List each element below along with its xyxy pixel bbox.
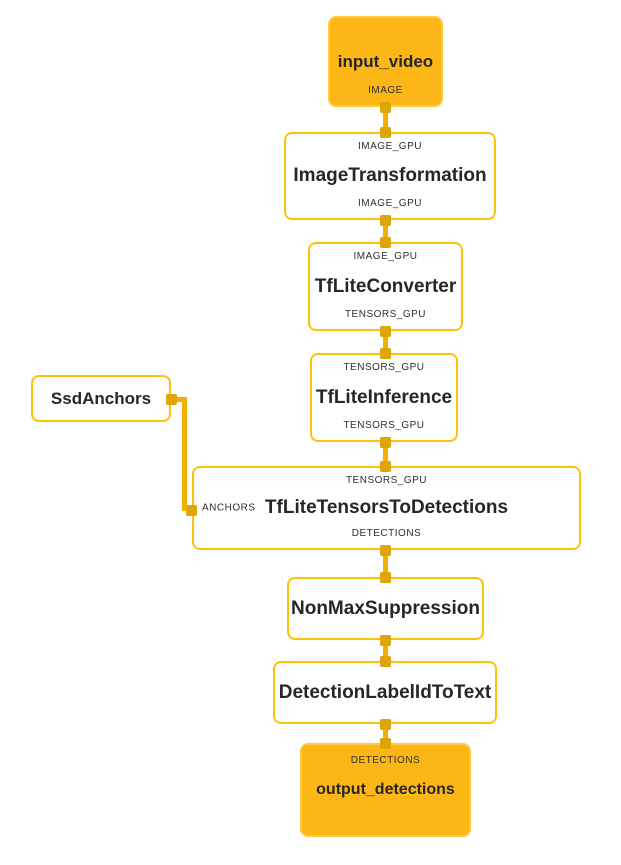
edge-input-video-to-image-transformation [383,107,388,132]
port-non-max-suppression-in [380,572,391,583]
output-stream-label: DETECTIONS [351,528,422,539]
side-input-stream-label: ANCHORS [202,502,256,514]
node-title: output_detections [316,781,455,798]
node-title: input_video [337,51,434,71]
input-stream-label: DETECTIONS [350,755,421,766]
port-image-transformation-out [380,215,391,226]
node-non-max-suppression[interactable]: NonMaxSuppression [287,577,484,640]
port-output-detections-in [380,738,391,749]
port-image-transformation-in [380,127,391,138]
edge-ssd-anchors-horizontal [171,397,187,402]
node-detection-label-id-to-text[interactable]: DetectionLabelIdToText [273,661,497,724]
port-tflite-inference-in [380,348,391,359]
edge-detection-label-to-output-detections [383,724,388,743]
edge-tflite-inference-to-tensors-to-detections [383,442,388,466]
port-input-video-out [380,102,391,113]
port-tflite-converter-out [380,326,391,337]
input-stream-label: TENSORS_GPU [343,362,425,373]
input-stream-label: IMAGE_GPU [353,251,418,262]
node-tflite-converter[interactable]: IMAGE_GPU TfLiteConverter TENSORS_GPU [308,242,463,331]
edge-tensors-to-detections-to-non-max-suppression [383,550,388,577]
port-ssd-anchors-out [166,394,177,405]
output-stream-label: TENSORS_GPU [344,309,427,320]
output-stream-label: TENSORS_GPU [343,420,425,431]
edge-tflite-converter-to-tflite-inference [383,331,388,353]
port-tflite-inference-out [380,437,391,448]
port-tflite-converter-in [380,237,391,248]
node-title: DetectionLabelIdToText [278,681,492,703]
node-title: TfLiteInference [315,386,453,408]
output-stream-label: IMAGE_GPU [358,198,422,209]
node-output-detections[interactable]: DETECTIONS output_detections [300,743,471,837]
node-input-video[interactable]: input_video IMAGE [328,16,443,107]
node-title: NonMaxSuppression [291,597,480,619]
node-ssd-anchors[interactable]: SsdAnchors [31,375,171,422]
node-title: TfLiteTensorsToDetections [264,497,509,518]
edge-image-transformation-to-tflite-converter [383,220,388,242]
port-non-max-suppression-out [380,635,391,646]
edge-ssd-anchors-vertical [182,397,187,511]
port-detection-label-out [380,719,391,730]
port-tensors-to-detections-in [380,461,391,472]
node-tflite-inference[interactable]: TENSORS_GPU TfLiteInference TENSORS_GPU [310,353,458,442]
port-tensors-to-detections-out [380,545,391,556]
node-title: SsdAnchors [50,388,152,408]
node-image-transformation[interactable]: IMAGE_GPU ImageTransformation IMAGE_GPU [284,132,496,220]
node-tflite-tensors-to-detections[interactable]: TENSORS_GPU ANCHORS TfLiteTensorsToDetec… [192,466,581,550]
edge-non-max-suppression-to-detection-label [383,640,388,661]
input-stream-label: TENSORS_GPU [345,475,428,486]
input-stream-label: IMAGE_GPU [358,141,422,152]
output-stream-label: IMAGE [368,85,403,96]
port-tensors-to-detections-anchors-in [186,505,197,516]
port-detection-label-in [380,656,391,667]
node-title: TfLiteConverter [314,275,457,297]
node-title: ImageTransformation [293,165,487,186]
